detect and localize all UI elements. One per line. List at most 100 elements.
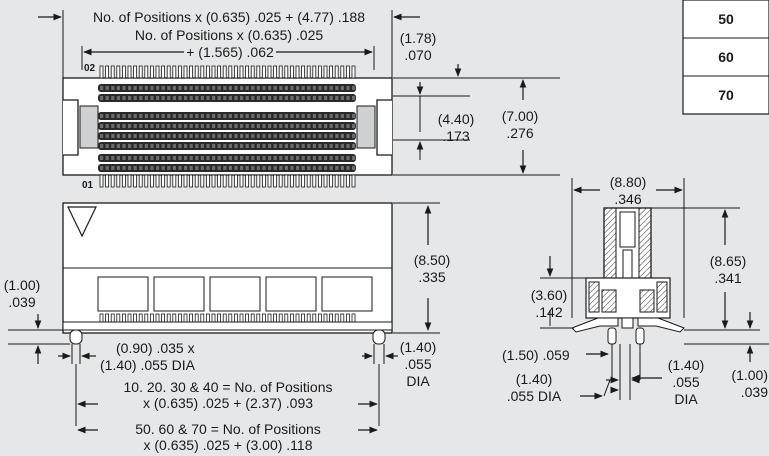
contact [172,134,176,138]
contact [128,144,132,148]
contact [228,114,232,118]
contact [234,86,238,90]
top-pin [250,65,255,79]
dim-140a-mm: (1.40) [516,371,553,387]
contact [324,96,328,100]
contact [195,144,199,148]
contact [223,114,227,118]
contact [329,114,333,118]
contact [346,156,350,160]
contact [284,134,288,138]
contact [307,96,311,100]
contact [212,86,216,90]
contact [206,134,210,138]
contact [128,134,132,138]
contact [290,114,294,118]
contact [307,124,311,128]
contact [223,124,227,128]
contact [156,166,160,170]
dim-700-mm: (7.00) [502,108,539,124]
contact [234,156,238,160]
contact [352,86,356,90]
top-pin [211,65,216,79]
contact [100,134,104,138]
contact [144,86,148,90]
contact [189,144,193,148]
front-pin [239,313,244,323]
bottom-pin [312,174,317,188]
bottom-pin [133,174,138,188]
contact [312,166,316,170]
top-pin [233,65,238,79]
contact [234,134,238,138]
top-pin [323,65,328,79]
contact [312,156,316,160]
contact [184,156,188,160]
dim-100-in: .039 [8,294,35,310]
contact [240,124,244,128]
contact [312,124,316,128]
note-2-line1: 50. 60 & 70 = No. of Positions [135,421,321,437]
contact [256,156,260,160]
contact [217,86,221,90]
contact [340,96,344,100]
top-pin [138,65,143,79]
contact [122,166,126,170]
contact [307,86,311,90]
contact [189,166,193,170]
bottom-pin [261,174,266,188]
bottom-pin [138,174,143,188]
top-pin [345,65,350,79]
bottom-pin [334,174,339,188]
contact [245,86,249,90]
contact [156,96,160,100]
contact [324,134,328,138]
dim-880-in: .346 [614,191,641,207]
bottom-pin [99,174,104,188]
contact [290,156,294,160]
top-pin [116,65,121,79]
contact [335,86,339,90]
contact [144,156,148,160]
contact [184,144,188,148]
dim-140a-in: .055 DIA [507,388,562,404]
contact [156,144,160,148]
dim-overall-length: No. of Positions x (0.635) .025 + (4.77)… [93,9,365,25]
top-pin [133,65,138,79]
contact [223,134,227,138]
contact [324,166,328,170]
contact [324,144,328,148]
contact [178,166,182,170]
bottom-pin [222,174,227,188]
dim-140b-mm: (1.40) [668,357,705,373]
contact [301,156,305,160]
contact [217,156,221,160]
contact [228,86,232,90]
contact [116,86,120,90]
contact [234,144,238,148]
contact [139,144,143,148]
contact [352,166,356,170]
note-1-line2: x (0.635) .025 + (2.37) .093 [143,395,313,411]
front-pin [250,313,255,323]
contact [189,96,193,100]
contact [128,124,132,128]
contact [346,114,350,118]
contact [262,134,266,138]
front-pin [189,313,194,323]
top-pin [306,65,311,79]
contact [329,144,333,148]
contact [167,96,171,100]
bottom-pin [345,174,350,188]
contact [279,144,283,148]
top-pin [155,65,160,79]
bottom-pin [200,174,205,188]
front-pin [222,313,227,323]
contact [318,96,322,100]
contact [284,156,288,160]
contact [122,124,126,128]
contact [256,134,260,138]
contact [312,86,316,90]
contact [122,134,126,138]
